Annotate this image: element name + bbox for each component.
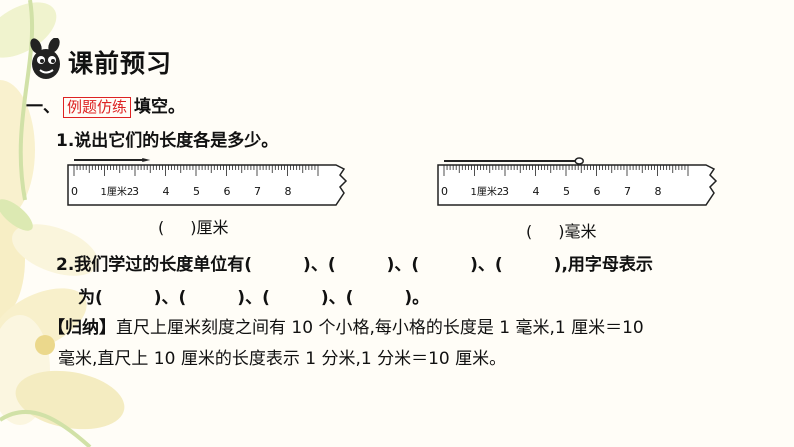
- ruler-tick-label: 3: [132, 185, 139, 198]
- question-1: 1.说出它们的长度各是多少。: [56, 131, 279, 151]
- ruler-tick-label: 8: [285, 185, 292, 198]
- ruler-tick-label: 4: [533, 185, 540, 198]
- ruler-tick-label: 5: [563, 185, 570, 198]
- ruler-tick-label: 4: [163, 185, 170, 198]
- ruler-tick-label: 3: [502, 185, 509, 198]
- ruler-tick-label: 0: [441, 185, 448, 198]
- section-number: 一、: [26, 97, 60, 117]
- section-instruction: 填空。: [134, 97, 186, 117]
- summary-text-1: 直尺上厘米刻度之间有 10 个小格,每小格的长度是 1 毫米,1 厘米＝10: [116, 318, 644, 338]
- ruler-tick-label: 7: [254, 185, 261, 198]
- summary-line-2: 毫米,直尺上 10 厘米的长度表示 1 分米,1 分米＝10 厘米。: [58, 349, 507, 369]
- ruler-tick-label: 6: [594, 185, 601, 198]
- page-title: 课前预习: [68, 49, 173, 78]
- answer-right: ()毫米: [526, 222, 597, 241]
- ruler-tick-label: 1厘米2: [471, 185, 504, 198]
- example-tag: 例题仿练: [63, 97, 132, 118]
- needle-object: [74, 158, 151, 162]
- ruler-tick-label: 1厘米2: [101, 185, 134, 198]
- ruler-tick-label: 7: [624, 185, 631, 198]
- ruler-tick-label: 5: [193, 185, 200, 198]
- ruler-tick-label: 6: [224, 185, 231, 198]
- section-heading: 一、例题仿练填空。: [26, 92, 185, 118]
- summary-label: 【归纳】: [48, 318, 116, 338]
- mascot-icon: [30, 38, 60, 79]
- question-2-line-2: 为( )、( )、( )、( )。: [78, 288, 430, 308]
- ruler-tick-label: 8: [655, 185, 662, 198]
- match-object: [444, 157, 584, 165]
- ruler-tick-label: 0: [71, 185, 78, 198]
- answer-left: ()厘米: [158, 218, 229, 237]
- summary-line-1: 【归纳】直尺上厘米刻度之间有 10 个小格,每小格的长度是 1 毫米,1 厘米＝…: [48, 313, 644, 338]
- question-2-line-1: 2.我们学过的长度单位有( )、( )、( )、( ),用字母表示: [56, 255, 653, 275]
